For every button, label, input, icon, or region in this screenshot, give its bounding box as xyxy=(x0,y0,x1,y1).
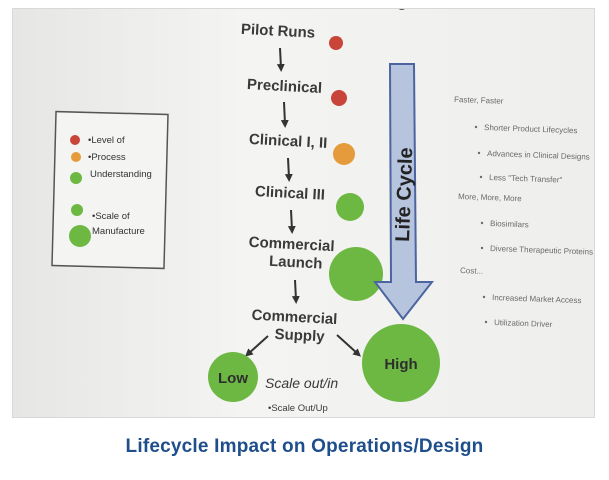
right-list-item: Increased Market Access xyxy=(492,293,582,305)
right-list-item: Utilization Driver xyxy=(494,318,553,329)
dot-clinical-1-2 xyxy=(333,143,355,165)
low-circle xyxy=(208,352,258,402)
right-list-item: Less "Tech Transfer" xyxy=(489,173,563,185)
legend-text-2: •Process xyxy=(88,152,126,163)
step-clinical-3: Clinical III xyxy=(255,183,326,204)
right-list-item: Diverse Therapeutic Proteins xyxy=(490,244,593,257)
dot-clinical-3 xyxy=(336,193,364,221)
header-fragment: gn xyxy=(397,8,417,10)
step-pilot-runs: Pilot Runs xyxy=(241,21,316,42)
legend-red-dot xyxy=(70,135,80,145)
bullet-icon xyxy=(479,175,483,179)
step-commercial-launch: Commercial Launch xyxy=(247,234,339,274)
lifecycle-label: Life Cycle xyxy=(392,147,417,242)
legend-text-3: Understanding xyxy=(90,169,152,180)
flow-arrow-high xyxy=(336,334,361,357)
step-commercial-launch-line1: Commercial xyxy=(248,234,335,255)
right-list-item: Cost... xyxy=(460,266,483,276)
right-list-item: Faster, Faster xyxy=(454,95,504,106)
step-commercial-supply: Commercial Supply xyxy=(250,307,342,347)
legend-text-4: •Scale of xyxy=(92,211,130,222)
dot-preclinical xyxy=(331,90,347,106)
legend-small-green-dot xyxy=(71,204,83,216)
right-list-item: More, More, More xyxy=(458,192,522,203)
legend-large-green-dot xyxy=(69,225,91,247)
low-label: Low xyxy=(218,370,248,387)
bullet-icon xyxy=(477,151,481,155)
dot-commercial-launch xyxy=(329,247,383,301)
legend-text-1: •Level of xyxy=(88,135,125,146)
lifecycle-diagram: gn •Level of •Process Understanding •Sca… xyxy=(12,8,595,418)
bullet-icon xyxy=(480,246,484,250)
scale-up-label: •Scale Out/Up xyxy=(268,403,328,414)
lifecycle-arrow: Life Cycle xyxy=(372,63,435,321)
legend-text-5: Manufacture xyxy=(92,226,145,237)
flow-arrow-2 xyxy=(280,101,289,128)
right-list-item: Shorter Product Lifecycles xyxy=(484,123,578,135)
flow-arrow-4 xyxy=(287,209,296,234)
right-list-item: Biosimilars xyxy=(490,219,529,229)
high-circle xyxy=(362,324,440,402)
figure-caption: Lifecycle Impact on Operations/Design xyxy=(125,436,484,457)
bullet-icon xyxy=(474,125,478,129)
step-commercial-supply-line1: Commercial xyxy=(251,307,338,328)
flow-arrow-3 xyxy=(284,157,293,182)
step-clinical-1-2: Clinical I, II xyxy=(249,131,328,152)
legend-box: •Level of •Process Understanding •Scale … xyxy=(51,110,169,270)
right-list-item: Advances in Clinical Designs xyxy=(487,149,590,162)
legend-orange-dot xyxy=(71,152,81,162)
step-commercial-supply-line2: Supply xyxy=(274,326,325,346)
flow-arrow-5 xyxy=(291,279,300,304)
flow-arrow-low xyxy=(245,335,269,357)
scale-out-label: Scale out/in xyxy=(265,375,338,391)
bullet-icon xyxy=(484,320,488,324)
right-list: Faster, Faster Shorter Product Lifecycle… xyxy=(454,95,593,329)
legend-green-dot xyxy=(70,172,82,184)
high-label: High xyxy=(384,356,417,373)
dot-pilot-runs xyxy=(329,36,343,50)
flow-arrow-1 xyxy=(276,47,285,72)
slide-photo: gn •Level of •Process Understanding •Sca… xyxy=(12,8,595,418)
bullet-icon xyxy=(480,221,484,225)
step-commercial-launch-line2: Launch xyxy=(269,253,323,273)
step-preclinical: Preclinical xyxy=(247,76,323,97)
bullet-icon xyxy=(482,295,486,299)
